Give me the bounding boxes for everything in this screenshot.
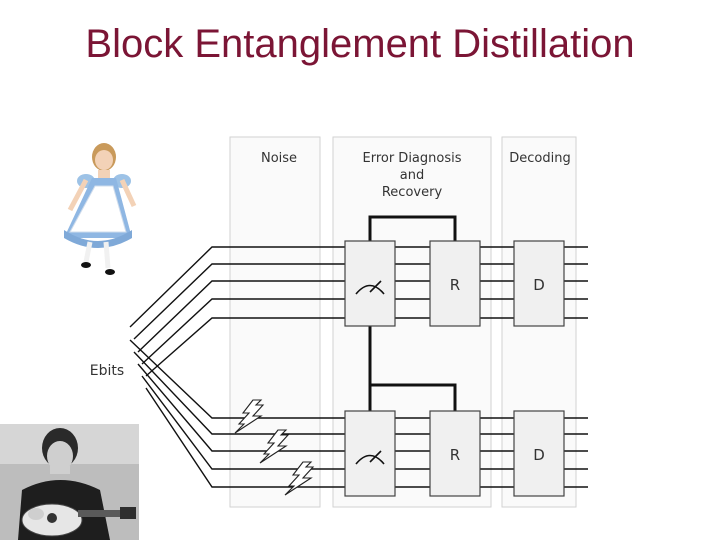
alice-doll-photo [64,143,137,275]
ebits-label: Ebits [90,363,124,379]
recovery-label-bottom: R [450,446,460,464]
classical-links [368,215,457,412]
recovery-label-top: R [450,276,460,294]
decoding-heading: Decoding [509,151,570,166]
decoding-box-bottom [513,410,565,497]
measurement-box-top [344,240,396,327]
meter-icon [355,450,385,465]
slide-title: Block Entanglement Distillation [85,22,635,66]
decoding-label-top: D [533,276,545,294]
lightning-icon [234,399,265,434]
decoding-box-top [513,240,565,327]
recovery-box-bottom [429,410,481,497]
lightning-icon [284,461,315,496]
diagnosis-heading-line1: Error Diagnosis [362,151,461,166]
guitarist-photo [0,424,139,540]
noise-heading: Noise [261,151,297,166]
recovery-box-top [429,240,481,327]
lightning-icon [259,429,290,464]
meter-icon [355,280,385,295]
diagnosis-heading-line3: Recovery [382,185,443,200]
diagnosis-heading-line2: and [400,168,424,183]
measurement-box-bottom [344,410,396,497]
decoding-label-bottom: D [533,446,545,464]
